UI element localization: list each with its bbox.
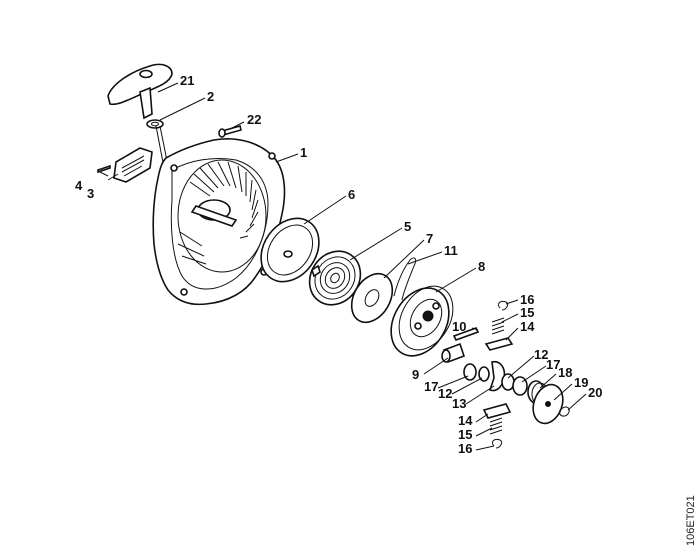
bushing-9[interactable] [441, 342, 466, 364]
washer-12-left[interactable] [478, 366, 490, 382]
drawing-code: 106ET021 [685, 495, 697, 546]
clip-20[interactable] [559, 406, 570, 417]
spring-cover[interactable] [249, 207, 331, 293]
spring-clip-16-lower[interactable] [491, 439, 503, 449]
callout-6: 6 [348, 187, 355, 202]
callout-3: 3 [87, 186, 94, 201]
spring-clip-16-upper[interactable] [497, 301, 509, 311]
callout-11: 11 [444, 243, 458, 258]
callout-15-lower: 15 [458, 427, 472, 442]
callout-9: 9 [412, 367, 419, 382]
callout-16-upper: 16 [520, 292, 534, 307]
callout-5: 5 [404, 219, 411, 234]
washer-7[interactable] [343, 266, 400, 329]
callout-20: 20 [588, 385, 602, 400]
callout-21: 21 [180, 73, 194, 88]
spring-15-upper[interactable] [491, 317, 505, 335]
callout-13: 13 [452, 396, 466, 411]
callout-18: 18 [558, 365, 572, 380]
pawl-14-upper[interactable] [484, 337, 514, 351]
pin-4[interactable] [97, 164, 111, 174]
callout-17-right: 17 [546, 357, 560, 372]
callout-12-left: 12 [438, 386, 452, 401]
washer-12-right[interactable] [501, 373, 515, 391]
callout-8: 8 [478, 259, 485, 274]
leader-lines [99, 82, 587, 451]
callout-7: 7 [426, 231, 433, 246]
callout-10: 10 [452, 319, 466, 334]
callout-1: 1 [300, 145, 307, 160]
washer-19[interactable] [528, 380, 568, 427]
callouts: 21 2 22 1 4 3 6 5 7 11 8 16 15 14 10 9 1… [75, 73, 602, 456]
callout-12-right: 12 [534, 347, 548, 362]
rope-bushing[interactable] [146, 119, 164, 129]
screw-22[interactable] [218, 125, 242, 138]
washer-17-left[interactable] [463, 363, 477, 381]
starter-grip[interactable] [107, 63, 173, 120]
fan-housing[interactable] [152, 138, 286, 306]
callout-2: 2 [207, 89, 214, 104]
decal-plate[interactable] [113, 147, 153, 183]
callout-14-lower: 14 [458, 413, 473, 428]
callout-14-upper: 14 [520, 319, 535, 334]
callout-16-lower: 16 [458, 441, 472, 456]
rope-11[interactable] [393, 257, 417, 301]
pin-10[interactable] [452, 327, 480, 341]
pawl-14-lower[interactable] [482, 403, 512, 419]
spring-15-lower[interactable] [489, 417, 503, 435]
callout-17-left: 17 [424, 379, 438, 394]
callout-19: 19 [574, 375, 588, 390]
callout-22: 22 [247, 112, 261, 127]
callout-4: 4 [75, 178, 83, 193]
callout-15-upper: 15 [520, 305, 534, 320]
